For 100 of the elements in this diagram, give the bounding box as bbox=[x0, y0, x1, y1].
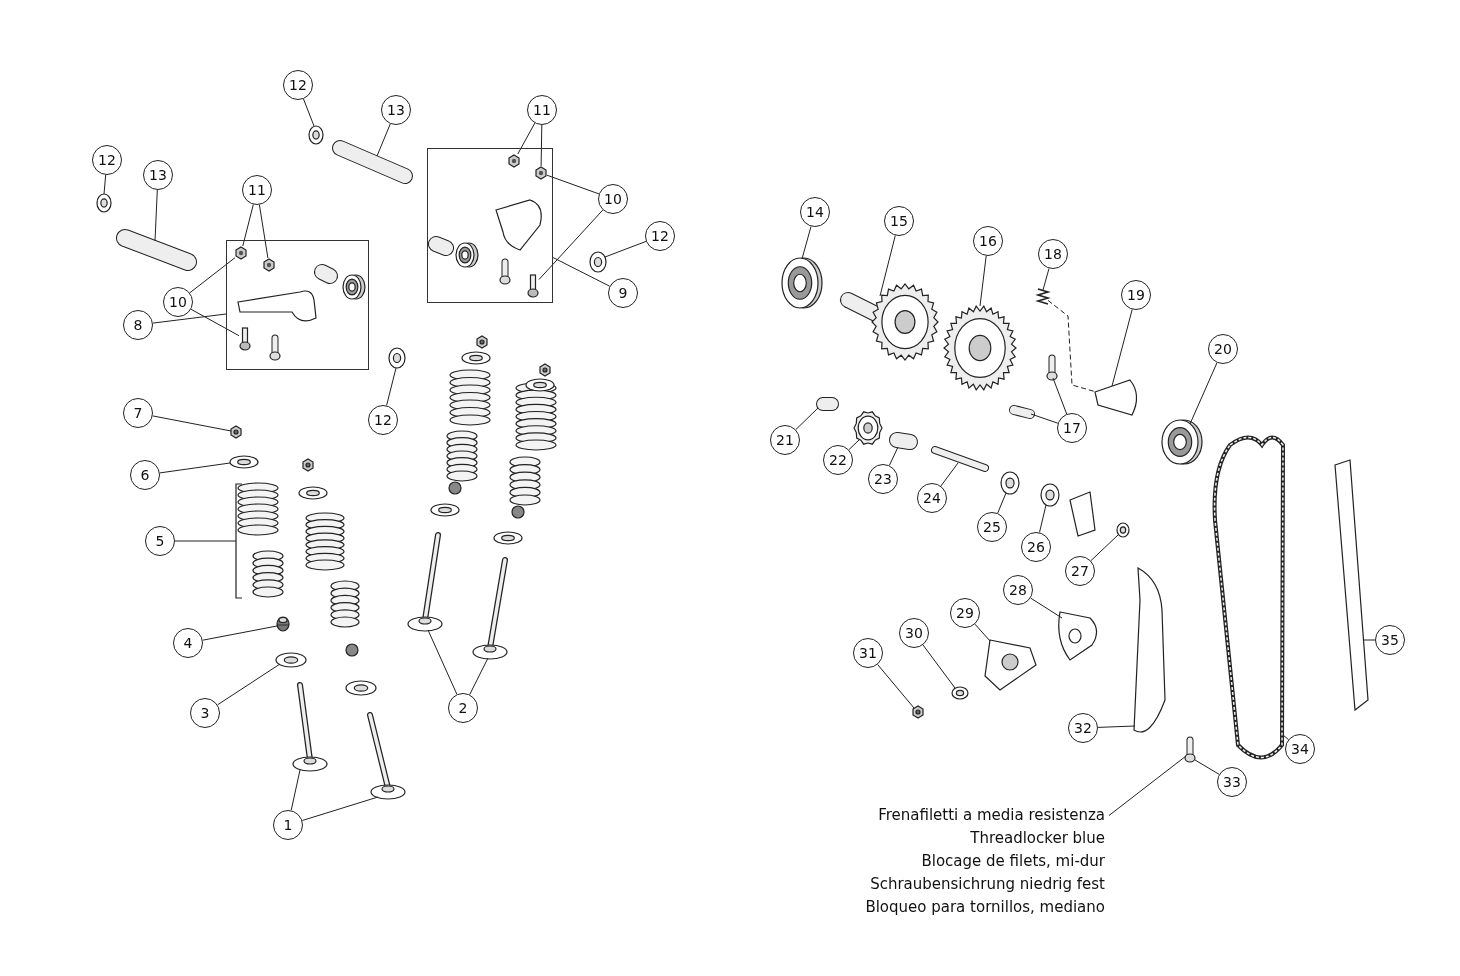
bolt-drawing bbox=[1046, 354, 1058, 381]
valve-collet-drawing bbox=[230, 425, 242, 439]
bush-drawing bbox=[889, 432, 918, 450]
bolt-drawing bbox=[239, 327, 251, 351]
callout-number: 34 bbox=[1285, 734, 1315, 764]
leader-line bbox=[386, 367, 397, 406]
valve-drawing bbox=[292, 682, 328, 772]
callout-number: 30 bbox=[899, 618, 929, 648]
leader-line bbox=[1363, 639, 1376, 641]
callout-number: 10 bbox=[598, 184, 628, 214]
washer-drawing bbox=[96, 193, 112, 213]
hex-nut-drawing bbox=[508, 154, 520, 168]
note-text: Bloqueo para tornillos, mediano bbox=[865, 897, 1105, 918]
hex-nut-drawing bbox=[535, 166, 547, 180]
callout-number: 9 bbox=[608, 278, 638, 308]
valve-seal-drawing bbox=[276, 616, 290, 632]
leader-line bbox=[258, 204, 269, 259]
spring-retainer-drawing bbox=[229, 455, 259, 469]
leader-line bbox=[1030, 413, 1059, 424]
leader-line bbox=[217, 663, 281, 706]
leader-line bbox=[290, 769, 301, 811]
shaft-drawing bbox=[931, 446, 989, 472]
leader-line bbox=[1090, 534, 1119, 562]
spring-drawing bbox=[1035, 288, 1051, 305]
leader-line bbox=[552, 257, 611, 287]
leader-line bbox=[940, 462, 959, 487]
leader-line bbox=[159, 462, 231, 474]
washer-drawing bbox=[388, 347, 406, 369]
leader-line bbox=[1282, 734, 1289, 740]
callout-number: 12 bbox=[92, 145, 122, 175]
ring-drawing bbox=[1116, 522, 1130, 538]
callout-number: 24 bbox=[917, 483, 947, 513]
callout-number: 5 bbox=[145, 526, 175, 556]
leader-line bbox=[801, 226, 812, 260]
callout-number: 8 bbox=[123, 310, 153, 340]
leader-line bbox=[303, 98, 315, 127]
leader-line bbox=[427, 629, 458, 695]
note-text: Schraubensichrung niedrig fest bbox=[869, 874, 1105, 895]
callout-number: 25 bbox=[977, 512, 1007, 542]
leader-line bbox=[1042, 268, 1050, 291]
tensioner-blade-drawing bbox=[1094, 379, 1138, 416]
callout-number: 21 bbox=[770, 425, 800, 455]
callout-number: 28 bbox=[1003, 575, 1033, 605]
washer-drawing bbox=[1040, 483, 1060, 507]
leader-line bbox=[604, 240, 647, 258]
gear-drawing bbox=[853, 411, 883, 445]
callout-number: 13 bbox=[381, 95, 411, 125]
valve-drawing bbox=[367, 712, 406, 800]
washer-drawing bbox=[1000, 471, 1020, 495]
bolt-drawing bbox=[1009, 405, 1035, 419]
leader-line bbox=[1111, 309, 1133, 387]
leader-line bbox=[1047, 299, 1096, 393]
leader-line bbox=[540, 124, 543, 167]
ball-bearing-drawing bbox=[1161, 419, 1203, 465]
ball-bearing-drawing bbox=[781, 257, 823, 309]
leader-line bbox=[1052, 377, 1068, 415]
callout-number: 29 bbox=[950, 598, 980, 628]
callout-number: 17 bbox=[1057, 413, 1087, 443]
chain-guide-drawing bbox=[1133, 567, 1166, 733]
leader-line bbox=[190, 308, 240, 337]
bolt-drawing bbox=[912, 705, 924, 719]
callout-number: 7 bbox=[123, 398, 153, 428]
leader-line bbox=[546, 174, 600, 195]
screw-drawing bbox=[1184, 736, 1196, 763]
callout-number: 33 bbox=[1217, 767, 1247, 797]
leader-line bbox=[152, 415, 232, 432]
callout-number: 14 bbox=[800, 197, 830, 227]
leader-line bbox=[795, 407, 819, 431]
callout-number: 12 bbox=[645, 221, 675, 251]
hex-nut-drawing bbox=[263, 258, 275, 272]
leader-line bbox=[879, 235, 896, 297]
chain-tensioner-drawing bbox=[984, 639, 1037, 691]
valve-drawing bbox=[472, 557, 508, 660]
callout-number: 15 bbox=[884, 206, 914, 236]
leader-line bbox=[1194, 759, 1220, 775]
callout-number: 16 bbox=[973, 226, 1003, 256]
valve-drawing bbox=[407, 532, 443, 632]
callout-number: 2 bbox=[448, 693, 478, 723]
callout-number: 19 bbox=[1121, 280, 1151, 310]
note-text: Threadlocker blue bbox=[969, 828, 1105, 849]
leader-line bbox=[103, 174, 107, 195]
callout-number: 6 bbox=[130, 460, 160, 490]
washer-drawing bbox=[275, 652, 307, 668]
hex-nut-drawing bbox=[235, 246, 247, 260]
pin-drawing bbox=[816, 397, 839, 411]
callout-number: 11 bbox=[242, 175, 272, 205]
leader-line bbox=[1030, 597, 1063, 619]
leader-line bbox=[152, 313, 227, 324]
leader-line bbox=[242, 204, 254, 247]
callout-number: 4 bbox=[173, 628, 203, 658]
callout-number: 32 bbox=[1068, 713, 1098, 743]
washer-drawing bbox=[589, 251, 607, 273]
leader-line bbox=[877, 664, 915, 709]
callout-number: 22 bbox=[823, 445, 853, 475]
leader-line bbox=[1097, 725, 1136, 728]
leader-line bbox=[174, 540, 237, 542]
washer-drawing bbox=[951, 686, 969, 700]
leader-line bbox=[1189, 362, 1218, 425]
leader-line bbox=[974, 623, 991, 642]
callout-number: 12 bbox=[368, 405, 398, 435]
